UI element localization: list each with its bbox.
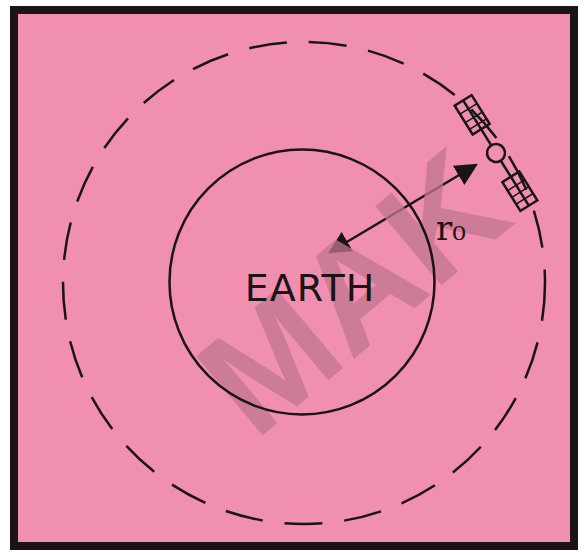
earth-circle: EARTH (168, 148, 436, 416)
radius-label: r₀ (436, 208, 466, 248)
node-title: EARTH (245, 266, 375, 310)
orbit-path (63, 42, 545, 524)
